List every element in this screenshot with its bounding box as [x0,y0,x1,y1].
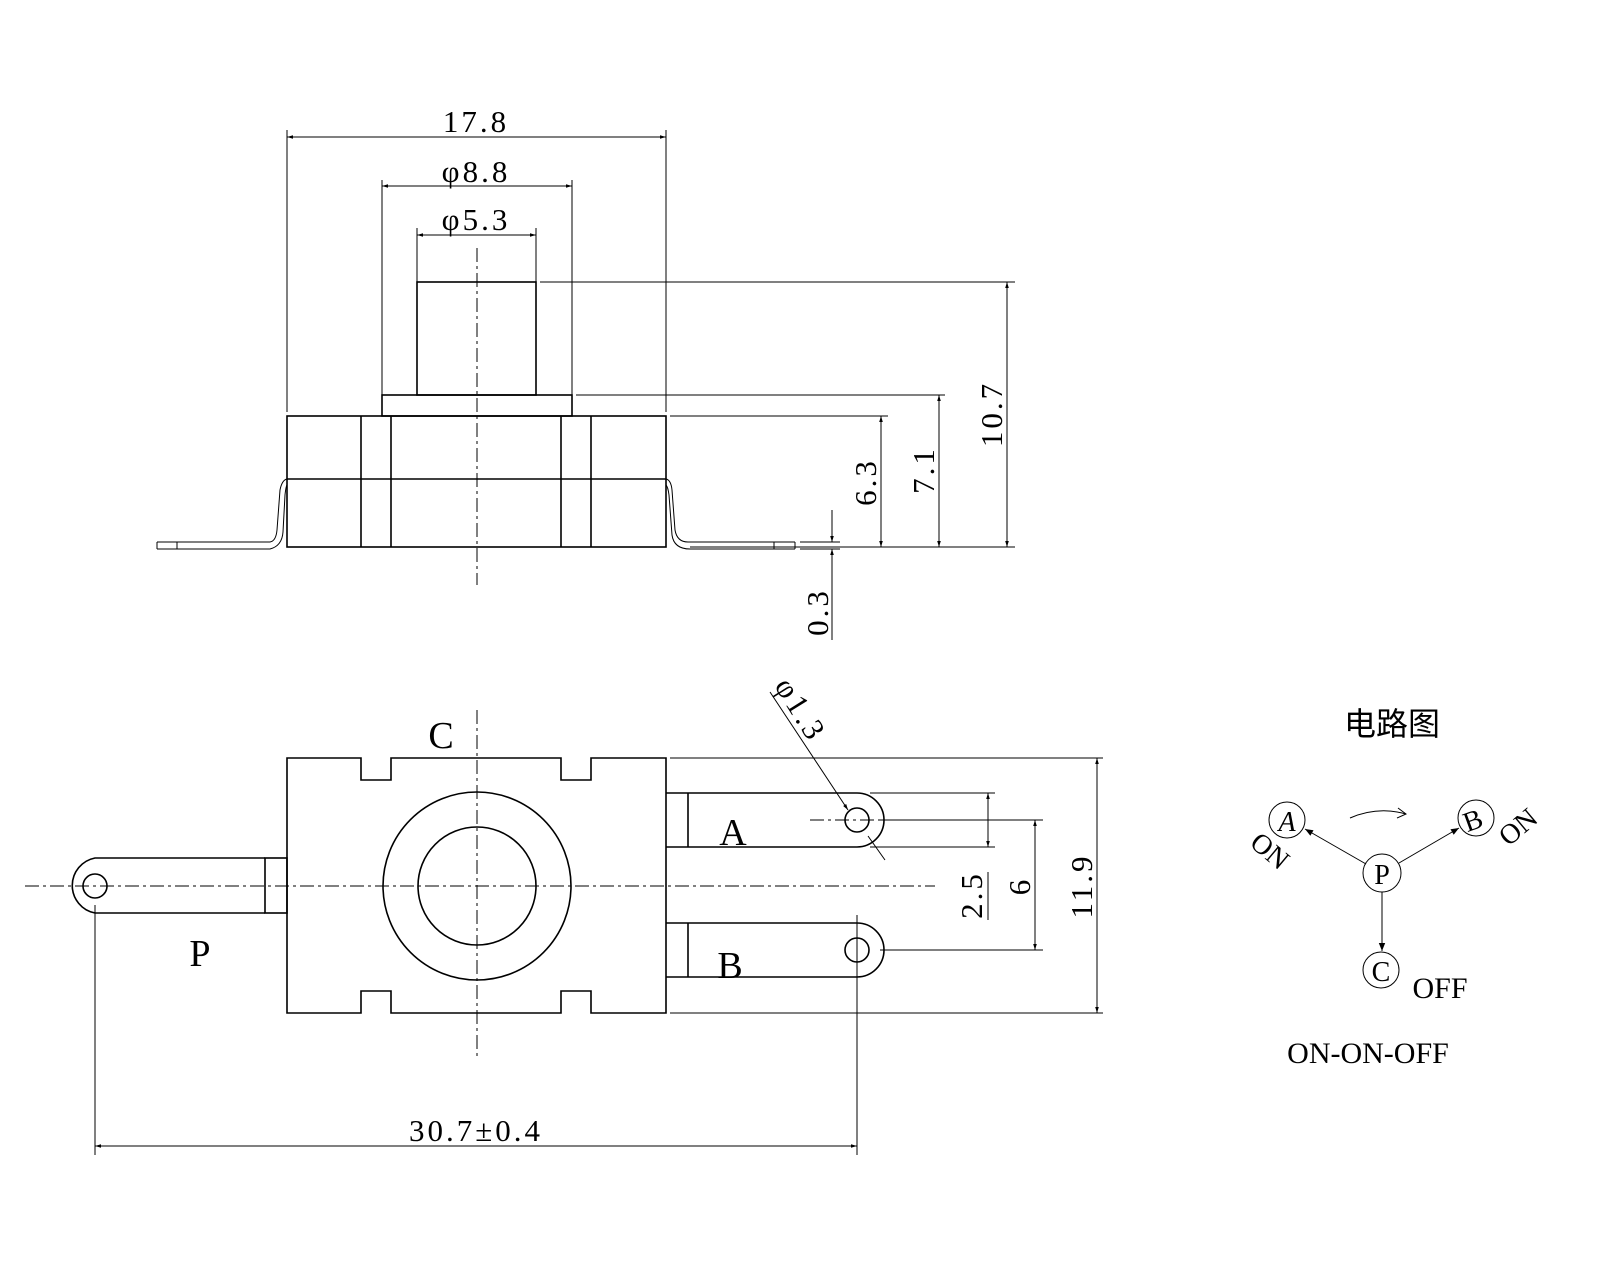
circuit-title: 电路图 [1344,705,1440,743]
dim-body-width: 11.9 [1064,853,1099,918]
label-c: C [428,715,453,757]
dim-flange-dia: φ8.8 [442,154,511,189]
node-c-circle [1362,951,1400,989]
circuit-diagram: 电路图 A B P C ON ON OFF ON-ON-OFF [1244,705,1544,1070]
node-a-circle [1268,801,1306,839]
node-p-circle [1362,853,1402,893]
dim-pitch-small: 2.5 [954,871,989,919]
node-b-circle [1457,799,1495,837]
rotation-arrow [1349,810,1407,819]
dim-lead-thickness: 0.3 [800,588,835,636]
terminal-p [71,857,265,914]
dim-body-height: 6.3 [848,458,883,506]
node-a: A [1276,807,1296,838]
body-outline [286,757,667,1014]
switch-mode: ON-ON-OFF [1287,1037,1449,1070]
label-b: B [717,945,742,987]
node-c: C [1372,957,1391,988]
plan-view: C A B P φ1.3 2.5 6 11.9 30.7±0.4 [25,671,1103,1155]
right-lead [665,478,795,543]
state-b: ON [1493,803,1544,853]
node-p: P [1374,860,1390,891]
dim-flange-height: 7.1 [906,446,941,494]
dim-plunger-dia: φ5.3 [442,202,511,237]
terminal-b [666,922,885,978]
dim-width: 17.8 [443,104,509,139]
label-p: P [189,933,210,975]
dim-hole-dia: φ1.3 [768,671,834,748]
left-lead [157,478,288,543]
dim-total-height: 10.7 [974,381,1009,447]
hole-p [82,873,108,899]
node-b: B [1459,803,1487,839]
dim-overall-length: 30.7±0.4 [409,1113,543,1148]
label-a: A [719,812,747,854]
dim-pitch: 6 [1002,877,1037,896]
terminal-a [666,792,885,848]
side-view: 17.8 φ8.8 φ5.3 10.7 7.1 [156,104,1015,640]
state-c: OFF [1412,972,1467,1005]
